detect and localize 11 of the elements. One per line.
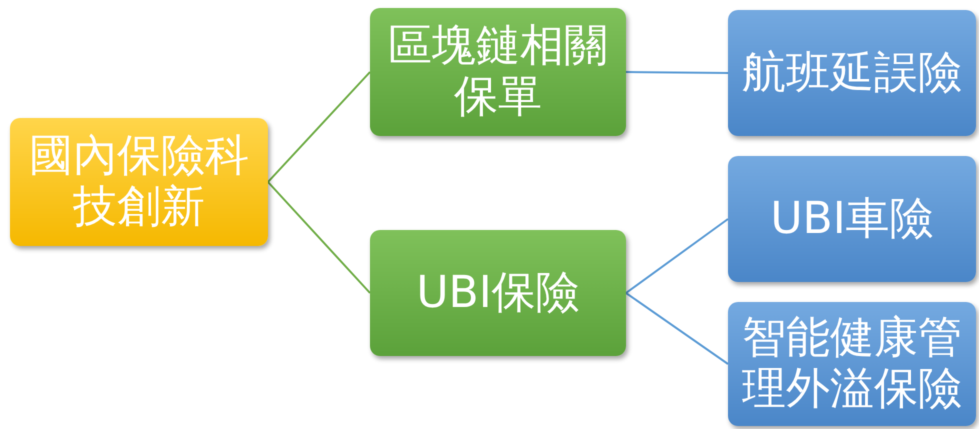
process-box: 航班延誤險 [728,10,976,136]
connector-line [625,292,729,365]
process-box: UBI車險 [728,156,976,282]
connector-line [625,218,729,294]
process-box: 國內保險科技創新 [10,118,268,246]
process-box: 區塊鏈相關保單 [370,8,626,136]
process-box: 智能健康管理外溢保險 [728,302,976,426]
process-box: UBI保險 [370,230,626,356]
connector-line [626,71,728,74]
connector-line [267,71,371,183]
connector-line [267,181,371,294]
